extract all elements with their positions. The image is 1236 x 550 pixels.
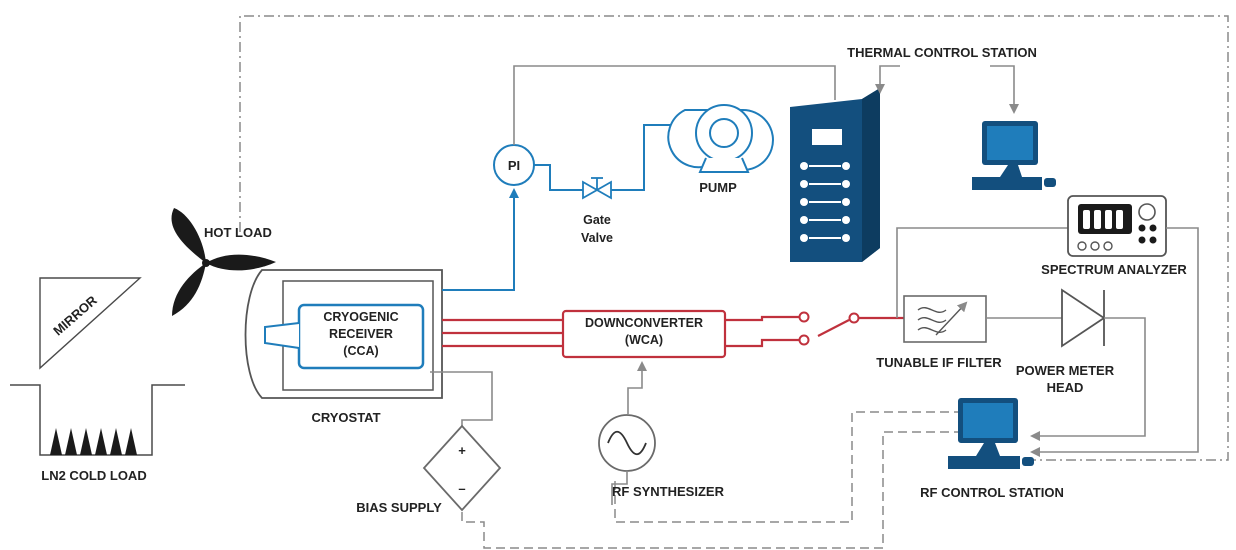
rf-synthesizer-icon bbox=[598, 414, 656, 472]
detector-to-rf-control-line bbox=[1030, 317, 1146, 441]
downconverter-line1: DOWNCONVERTER bbox=[585, 316, 703, 330]
thermal-computer-icon bbox=[972, 121, 1056, 190]
mirror: MIRROR bbox=[39, 277, 142, 370]
filter-to-spectrum-line bbox=[896, 227, 1068, 318]
pump-label: PUMP bbox=[699, 180, 737, 195]
hot-load-label: HOT LOAD bbox=[204, 225, 272, 240]
ln2-cold-load: LN2 COLD LOAD bbox=[10, 384, 185, 483]
if-out-lower-line bbox=[725, 338, 800, 348]
cryogenic-receiver-line1: CRYOGENIC bbox=[323, 310, 398, 324]
gate-valve-label-line1: Gate bbox=[583, 213, 611, 227]
hot-load-propeller-icon bbox=[171, 208, 276, 316]
rf-control-station-label: RF CONTROL STATION bbox=[920, 485, 1064, 500]
feed-horn-icon bbox=[264, 322, 300, 349]
cryogenic-receiver-line2: RECEIVER bbox=[329, 327, 393, 341]
cryostat-to-bias-line bbox=[430, 371, 493, 426]
gate-valve-label-line2: Valve bbox=[581, 231, 613, 245]
pi-label: PI bbox=[508, 158, 520, 173]
bias-plus-label: + bbox=[458, 443, 466, 458]
spectrum-analyzer-label: SPECTRUM ANALYZER bbox=[1041, 262, 1187, 277]
tcs-to-rack-arrow bbox=[875, 65, 900, 94]
cryogenic-receiver-line3: (CCA) bbox=[343, 344, 378, 358]
tcs-to-computer-arrow bbox=[990, 65, 1019, 114]
spectrum-analyzer-icon bbox=[1067, 195, 1167, 257]
synth-to-wca-line bbox=[627, 361, 647, 414]
bias-supply-icon: + – bbox=[422, 424, 502, 512]
cryogenic-receiver-box: CRYOGENIC RECEIVER (CCA) bbox=[264, 303, 425, 370]
vacuum-line-cryostat-to-pi bbox=[442, 188, 519, 291]
absorber-cones bbox=[50, 428, 137, 455]
if-switch-icon bbox=[798, 311, 860, 346]
thermal-control-station-label: THERMAL CONTROL STATION bbox=[847, 45, 1037, 60]
gate-valve-icon bbox=[582, 177, 612, 200]
bias-supply-label: BIAS SUPPLY bbox=[356, 500, 442, 515]
rf-control-computer-icon bbox=[948, 398, 1034, 469]
downconverter-line2: (WCA) bbox=[625, 333, 663, 347]
tunable-if-filter-label: TUNABLE IF FILTER bbox=[876, 355, 1002, 370]
cryostat-label: CRYOSTAT bbox=[311, 410, 380, 425]
spectrum-to-rf-control-line bbox=[1030, 227, 1199, 457]
ln2-cold-load-label: LN2 COLD LOAD bbox=[41, 468, 146, 483]
if-out-upper-line bbox=[725, 315, 800, 322]
thermal-control-rack bbox=[790, 88, 880, 262]
power-meter-head-line1: POWER METER bbox=[1016, 363, 1115, 378]
vacuum-line-pi-to-valve bbox=[534, 164, 583, 191]
power-meter-head-line2: HEAD bbox=[1047, 380, 1084, 395]
downconverter-box: DOWNCONVERTER (WCA) bbox=[561, 309, 727, 359]
rf-control-bias-dashed-line bbox=[461, 431, 963, 549]
thermal-control-loop-line bbox=[239, 15, 1229, 461]
power-meter-head-icon bbox=[1061, 288, 1106, 348]
pi-to-rack-line bbox=[513, 65, 836, 145]
vacuum-line-valve-to-pump bbox=[611, 120, 687, 191]
pump-icon bbox=[667, 104, 774, 173]
bias-minus-label: – bbox=[458, 481, 465, 496]
synth-lower-line bbox=[611, 471, 628, 505]
rf-synthesizer-label: RF SYNTHESIZER bbox=[612, 484, 725, 499]
tunable-if-filter-icon bbox=[903, 295, 987, 343]
rf-control-dashed-loop-line bbox=[614, 411, 963, 523]
